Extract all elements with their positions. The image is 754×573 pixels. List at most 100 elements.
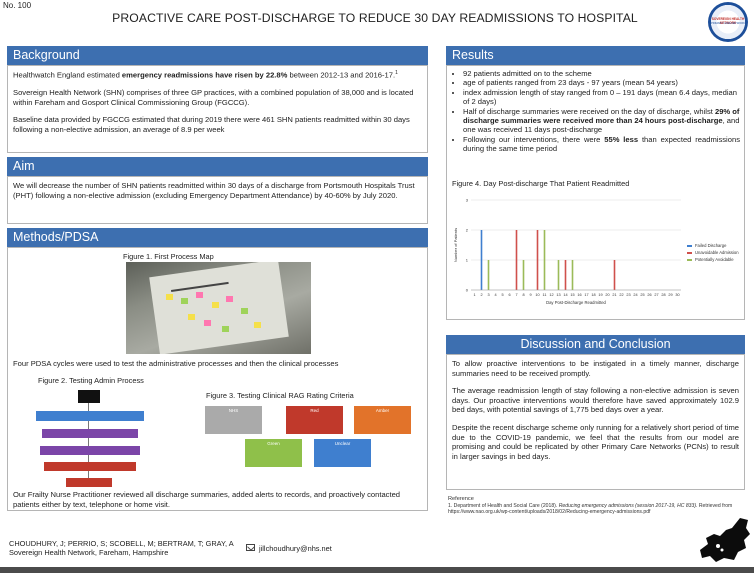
chart-x-tick-label: 28 bbox=[661, 293, 665, 297]
chart-x-tick-label: 26 bbox=[647, 293, 651, 297]
hampshire-map-icon bbox=[700, 518, 750, 562]
chart-y-tick-label: 2 bbox=[466, 228, 469, 233]
chart-x-tick-label: 9 bbox=[529, 293, 531, 297]
poster-number: No. 100 bbox=[3, 1, 32, 10]
chart-x-tick-label: 21 bbox=[612, 293, 616, 297]
chart-x-tick-label: 23 bbox=[626, 293, 630, 297]
reference-text: 1. Department of Health and Social Care … bbox=[448, 503, 733, 516]
chart-x-tick-label: 5 bbox=[501, 293, 503, 297]
chart-x-tick-label: 6 bbox=[508, 293, 510, 297]
results-list: 92 patients admitted on to the scheme ag… bbox=[451, 69, 740, 154]
flow-step-3 bbox=[40, 446, 140, 455]
background-p2: Sovereign Health Network (SHN) comprises… bbox=[13, 88, 414, 107]
chart-legend-swatch bbox=[687, 251, 692, 254]
author-org: Sovereign Health Network, Fareham, Hamps… bbox=[9, 548, 169, 557]
chart-bar bbox=[536, 230, 539, 290]
results-box: 92 patients admitted on to the scheme ag… bbox=[446, 65, 745, 320]
chart-x-label: Day Post-Discharge Readmitted bbox=[546, 300, 606, 305]
aim-text: We will decrease the number of SHN patie… bbox=[13, 181, 415, 200]
chart-x-tick-label: 8 bbox=[522, 293, 524, 297]
methods-closing: Our Frailty Nurse Practitioner reviewed … bbox=[13, 490, 401, 509]
chart-legend-item: Failed Discharge bbox=[687, 242, 739, 249]
flow-step-2 bbox=[42, 429, 138, 438]
logo-line2: PRIMARY CARE NETWORK bbox=[711, 22, 745, 25]
chart-x-tick-label: 11 bbox=[543, 293, 547, 297]
discussion-p1: To allow proactive interventions to be i… bbox=[452, 359, 739, 378]
results-bullet-4: Half of discharge summaries were receive… bbox=[463, 107, 740, 135]
fig1-caption: Figure 1. First Process Map bbox=[123, 252, 214, 261]
chart-x-tick-label: 13 bbox=[556, 293, 560, 297]
background-p1: Healthwatch England estimated emergency … bbox=[13, 70, 398, 80]
chart-x-tick-label: 17 bbox=[584, 293, 588, 297]
results-bullet-5: Following our interventions, there were … bbox=[463, 135, 740, 154]
logo-line1: SOVEREIGN HEALTH NETWORK bbox=[711, 17, 745, 25]
chart-x-tick-label: 29 bbox=[668, 293, 672, 297]
chart-legend-swatch bbox=[687, 258, 692, 261]
chart-x-tick-label: 27 bbox=[654, 293, 658, 297]
chart-legend-label: Failed Discharge bbox=[695, 243, 727, 248]
chart-bar bbox=[557, 260, 560, 290]
poster-title: PROACTIVE CARE POST-DISCHARGE TO REDUCE … bbox=[112, 11, 638, 25]
rag-box-nhs: NHS bbox=[205, 406, 262, 434]
chart-bar bbox=[480, 230, 483, 290]
methods-heading: Methods/PDSA bbox=[7, 228, 428, 247]
chart-x-tick-label: 19 bbox=[598, 293, 602, 297]
chart-x-tick-label: 16 bbox=[577, 293, 581, 297]
chart-bar bbox=[515, 230, 518, 290]
discussion-box: To allow proactive interventions to be i… bbox=[446, 354, 745, 490]
chart-legend-label: Potentially Avoidable bbox=[695, 257, 734, 262]
chart-bar bbox=[564, 260, 567, 290]
chart-x-tick-label: 1 bbox=[473, 293, 475, 297]
background-heading: Background bbox=[7, 46, 428, 65]
results-heading: Results bbox=[446, 46, 745, 65]
flow-step-5 bbox=[66, 478, 112, 487]
chart-y-tick-label: 1 bbox=[466, 258, 469, 263]
chart-x-tick-label: 3 bbox=[487, 293, 489, 297]
chart-x-tick-label: 10 bbox=[535, 293, 539, 297]
email-icon bbox=[246, 543, 255, 551]
process-map-photo bbox=[126, 262, 311, 354]
chart-x-tick-label: 18 bbox=[591, 293, 595, 297]
chart-x-tick-label: 15 bbox=[570, 293, 574, 297]
chart-bar bbox=[522, 260, 525, 290]
chart-x-tick-label: 7 bbox=[515, 293, 517, 297]
chart-x-tick-label: 25 bbox=[640, 293, 644, 297]
chart-x-tick-label: 22 bbox=[619, 293, 623, 297]
chart-x-tick-label: 4 bbox=[494, 293, 496, 297]
discussion-heading: Discussion and Conclusion bbox=[446, 335, 745, 354]
results-bullet-1: 92 patients admitted on to the scheme bbox=[463, 69, 740, 78]
chart-bars bbox=[480, 230, 616, 290]
reference-heading: Reference bbox=[448, 496, 474, 502]
aim-box: We will decrease the number of SHN patie… bbox=[7, 176, 428, 224]
results-bullet-2: age of patients ranged from 23 days - 97… bbox=[463, 78, 740, 87]
background-p3: Baseline data provided by FGCCG estimate… bbox=[13, 115, 410, 134]
chart-bar bbox=[571, 260, 574, 290]
chart-bar bbox=[543, 230, 546, 290]
chart-x-tick-label: 2 bbox=[480, 293, 482, 297]
flow-step-4 bbox=[44, 462, 136, 471]
chart-y-tick-label: 3 bbox=[466, 198, 469, 203]
author-names: CHOUDHURY, J; PERRIO, S; SCOBELL, M; BER… bbox=[9, 539, 234, 548]
fig2-caption: Figure 2. Testing Admin Process bbox=[38, 376, 144, 385]
bottom-bar bbox=[0, 567, 754, 573]
rag-box-amber: Amber bbox=[354, 406, 411, 434]
author-email[interactable]: jillchoudhury@nhs.net bbox=[259, 544, 332, 553]
methods-box: Figure 1. First Process Map Four PDSA cy… bbox=[7, 247, 428, 511]
chart-x-tick-label: 14 bbox=[563, 293, 567, 297]
chart-x-tick-label: 30 bbox=[675, 293, 679, 297]
background-box: Healthwatch England estimated emergency … bbox=[7, 65, 428, 153]
chart-bar bbox=[487, 260, 490, 290]
chart-x-tick-label: 24 bbox=[633, 293, 637, 297]
shn-logo: SOVEREIGN HEALTH NETWORK PRIMARY CARE NE… bbox=[708, 2, 748, 42]
aim-heading: Aim bbox=[7, 157, 428, 176]
chart-x-tick-label: 20 bbox=[605, 293, 609, 297]
discussion-p2: The average readmission length of stay f… bbox=[452, 386, 739, 415]
fig3-caption: Figure 3. Testing Clinical RAG Rating Cr… bbox=[206, 391, 354, 400]
chart-legend-label: Unavoidable Admission bbox=[695, 250, 739, 255]
chart-grid bbox=[471, 199, 681, 291]
chart-legend-swatch bbox=[687, 244, 692, 247]
